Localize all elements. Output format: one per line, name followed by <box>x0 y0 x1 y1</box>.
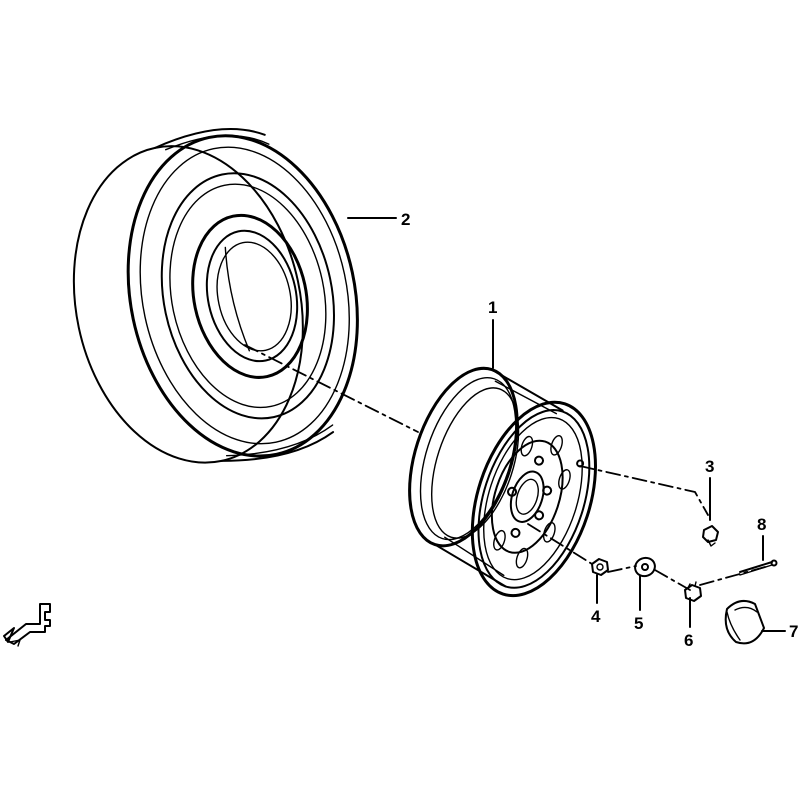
callout-4-label: 4 <box>591 607 601 626</box>
rim-part[interactable] <box>381 355 621 612</box>
valve-part[interactable] <box>702 525 719 547</box>
callout-8-label: 8 <box>757 515 766 534</box>
tire-part[interactable] <box>44 108 386 491</box>
cotter-pin-part[interactable] <box>739 559 778 576</box>
spindle-centerline <box>654 569 691 591</box>
callout-7-label: 7 <box>789 622 798 641</box>
axle-centerline <box>244 344 419 433</box>
valve-centerline <box>579 465 709 516</box>
castle-nut-part[interactable] <box>684 581 702 602</box>
front-direction-arrow-icon <box>3 603 51 647</box>
callout-5-label: 5 <box>634 614 643 633</box>
callout-1-label: 1 <box>488 298 497 317</box>
callout-2-label: 2 <box>401 210 410 229</box>
nut-centerline <box>527 523 593 565</box>
hub-cap-part[interactable] <box>724 599 765 645</box>
stud-centerline <box>607 565 637 573</box>
callout-leaders <box>347 217 786 632</box>
front-direction-mark: F <box>46 617 47 619</box>
callout-3-label: 3 <box>705 457 714 476</box>
nut-part[interactable] <box>591 558 609 576</box>
washer-part[interactable] <box>633 555 658 579</box>
callout-6-label: 6 <box>684 631 693 650</box>
